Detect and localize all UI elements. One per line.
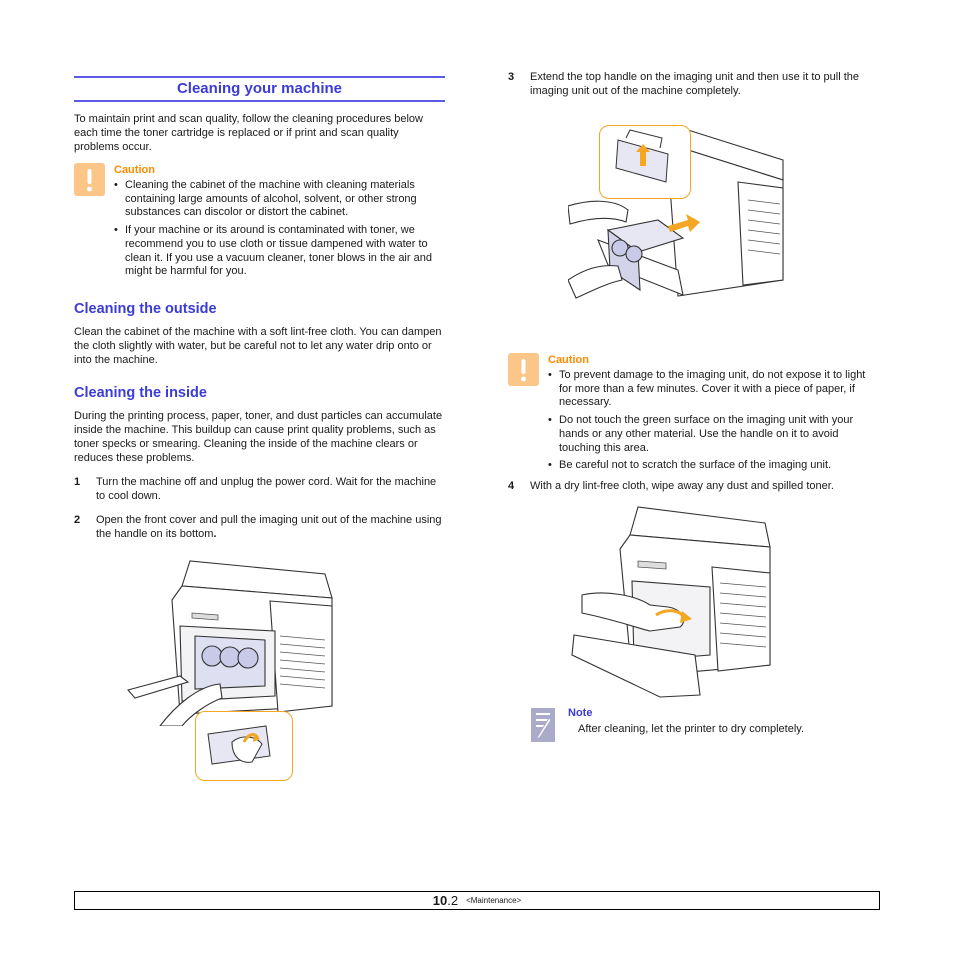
step-text-tail: . [213, 527, 217, 540]
step-2: 2 Open the front cover and pull the imag… [74, 513, 445, 541]
caution-icon [508, 353, 539, 386]
top-handle-detail [615, 129, 669, 183]
caution-item: Cleaning the cabinet of the machine with… [114, 179, 445, 220]
step-text: Turn the machine off and unplug the powe… [96, 475, 437, 502]
arrow-icon [680, 611, 692, 623]
step-number: 2 [74, 513, 81, 526]
caution-item: If your machine or its around is contami… [114, 224, 445, 279]
printer-open-illustration [127, 560, 333, 726]
caution-list: Cleaning the cabinet of the machine with… [114, 179, 445, 279]
caution-list: To prevent damage to the imaging unit, d… [548, 369, 880, 473]
caution-title: Caution [548, 354, 589, 366]
note-icon [531, 708, 555, 742]
intro-text: To maintain print and scan quality, foll… [74, 113, 423, 153]
section-title: Cleaning your machine [74, 76, 445, 102]
footer-section: <Maintenance> [466, 896, 522, 905]
handle-detail-frame [195, 711, 293, 781]
caution-box-2: Caution To prevent damage to the imaging… [508, 353, 880, 477]
step-text: Open the front cover and pull the imagin… [96, 513, 442, 540]
left-column: Cleaning your machine To maintain print … [74, 76, 445, 541]
caution-item: Be careful not to scratch the surface of… [548, 459, 880, 473]
outside-text: Clean the cabinet of the machine with a … [74, 325, 442, 366]
imaging-unit-illustration [568, 129, 784, 299]
caution-box: Caution Cleaning the cabinet of the mach… [74, 163, 445, 279]
subheading-inside: Cleaning the inside [74, 384, 207, 401]
handle-detail [207, 725, 271, 765]
caution-item: To prevent damage to the imaging unit, d… [548, 369, 880, 410]
caution-title: Caution [114, 164, 155, 176]
step-text: Extend the top handle on the imaging uni… [530, 71, 860, 97]
note-box: Note After cleaning, let the printer to … [528, 706, 880, 742]
page-subnumber: .2 [447, 893, 459, 908]
step-number: 3 [508, 71, 515, 83]
page-number: 10 [432, 893, 448, 908]
step-text: With a dry lint-free cloth, wipe away an… [530, 480, 834, 492]
step-number: 1 [74, 475, 81, 488]
inside-text: During the printing process, paper, tone… [74, 409, 443, 464]
page-footer: 10.2 <Maintenance> [74, 891, 880, 910]
right-column: 3 Extend the top handle on the imaging u… [508, 70, 880, 98]
step-4: 4 With a dry lint-free cloth, wipe away … [508, 479, 880, 493]
top-handle-detail-frame [599, 125, 691, 199]
caution-item: Do not touch the green surface on the im… [548, 414, 880, 455]
note-text: After cleaning, let the printer to dry c… [578, 723, 805, 735]
arrow-icon [668, 214, 700, 232]
step-3: 3 Extend the top handle on the imaging u… [508, 70, 880, 98]
wiping-illustration [571, 506, 771, 698]
note-title: Note [568, 707, 593, 719]
step-1: 1 Turn the machine off and unplug the po… [74, 475, 445, 503]
arrow-icon [636, 144, 650, 166]
arrow-icon [253, 734, 260, 742]
caution-icon [74, 163, 105, 196]
step-number: 4 [508, 480, 515, 492]
subheading-outside: Cleaning the outside [74, 300, 217, 317]
